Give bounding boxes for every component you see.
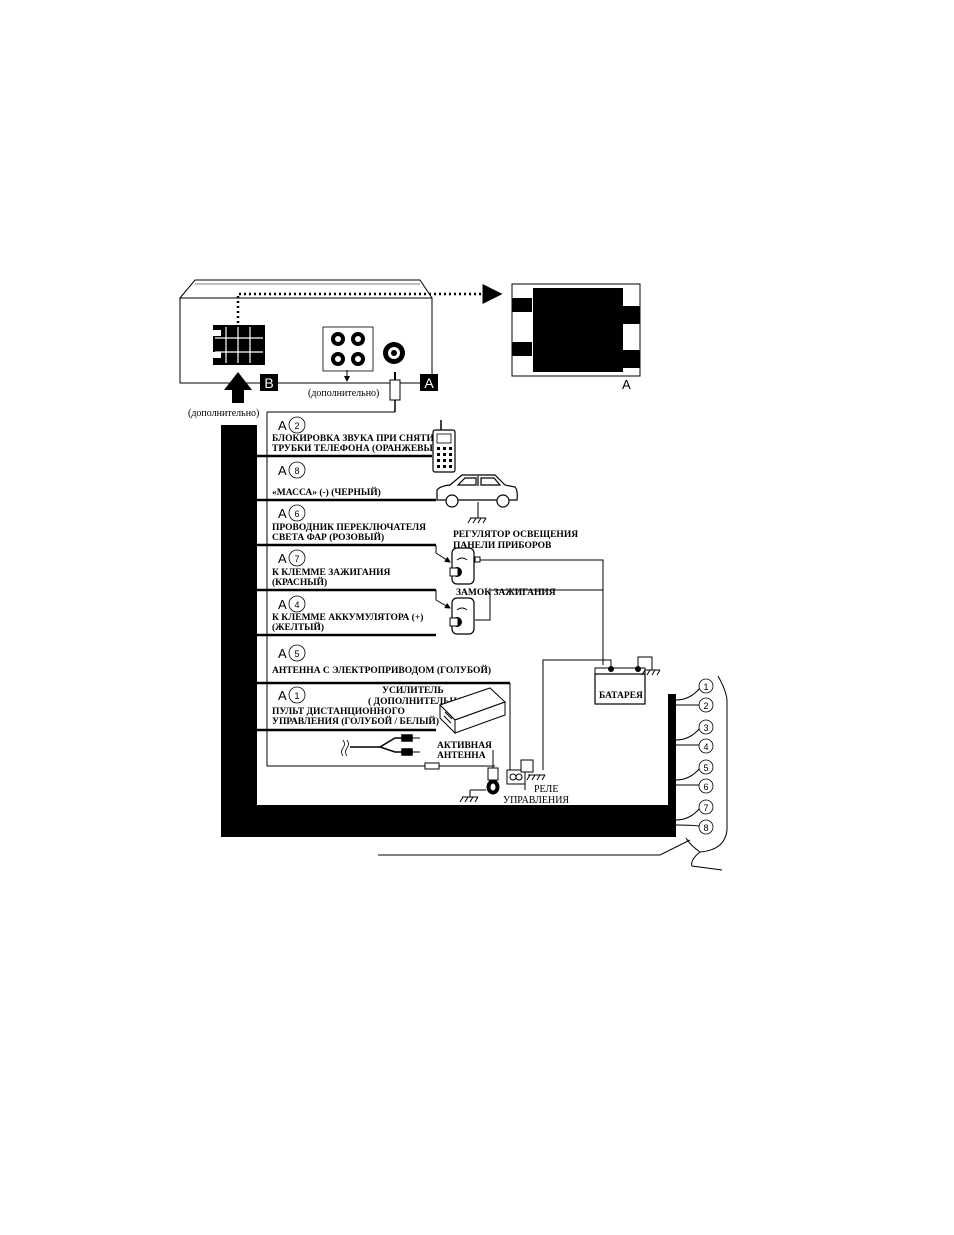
head-unit <box>179 279 503 384</box>
rca-jacks <box>322 326 374 372</box>
svg-text:1: 1 <box>703 682 708 692</box>
connector-label: A <box>622 377 631 392</box>
ground-symbol-antenna <box>459 789 486 803</box>
ground-symbol-battery <box>641 669 661 676</box>
label-box-b: B <box>260 374 278 391</box>
svg-text:7: 7 <box>703 803 708 813</box>
wire-a8: A 8 «МАССА» (-) (ЧЕРНЫЙ) <box>272 461 381 498</box>
svg-text:ПАНЕЛИ ПРИБОРОВ: ПАНЕЛИ ПРИБОРОВ <box>453 541 552 551</box>
svg-text:2: 2 <box>294 421 299 431</box>
antenna-lead-plug <box>424 762 495 770</box>
amplifier-label: УСИЛИТЕЛЬ <box>382 686 444 696</box>
wire-a2: A 2 БЛОКИРОВКА ЗВУКА ПРИ СНЯТИИ ТРУБКИ Т… <box>272 416 443 454</box>
svg-text:B: B <box>264 375 273 391</box>
car-icon <box>436 474 518 508</box>
svg-text:A: A <box>278 688 287 703</box>
antenna-jack <box>383 342 405 364</box>
amplifier-icon <box>439 687 506 735</box>
optional-note-b: (дополнительно) <box>188 408 259 419</box>
svg-text:ТРУБКИ ТЕЛЕФОНА (ОРАНЖЕВЫЙ): ТРУБКИ ТЕЛЕФОНА (ОРАНЖЕВЫЙ) <box>272 442 443 454</box>
svg-text:4: 4 <box>294 600 299 610</box>
svg-text:A: A <box>278 551 287 566</box>
svg-text:A: A <box>278 597 287 612</box>
svg-text:УПРАВЛЕНИЯ: УПРАВЛЕНИЯ <box>503 795 569 806</box>
svg-text:ПУЛЬТ ДИСТАНЦИОННОГО: ПУЛЬТ ДИСТАНЦИОННОГО <box>272 707 405 717</box>
wire-a6: A 6 ПРОВОДНИК ПЕРЕКЛЮЧАТЕЛЯ СВЕТА ФАР (Р… <box>272 504 426 543</box>
wire-a7: A 7 К КЛЕММЕ ЗАЖИГАНИЯ (КРАСНЫЙ) <box>272 549 391 588</box>
svg-text:(КРАСНЫЙ): (КРАСНЫЙ) <box>272 576 327 588</box>
svg-text:A: A <box>424 375 434 391</box>
wire-a1: A 1 ПУЛЬТ ДИСТАНЦИОННОГО УПРАВЛЕНИЯ (ГОЛ… <box>272 686 439 727</box>
svg-text:( ДОПОЛНИТЕЛЬНО ): ( ДОПОЛНИТЕЛЬНО ) <box>368 696 470 707</box>
dimmer-label: РЕГУЛЯТОР ОСВЕЩЕНИЯ <box>453 530 578 540</box>
active-antenna-label: АКТИВНАЯ <box>437 741 492 751</box>
connector-b-socket <box>213 325 265 365</box>
svg-text:БЛОКИРОВКА ЗВУКА ПРИ СНЯТИИ: БЛОКИРОВКА ЗВУКА ПРИ СНЯТИИ <box>272 434 442 444</box>
svg-text:3: 3 <box>703 723 708 733</box>
wire-a5: A 5 АНТЕННА С ЭЛЕКТРОПРИВОДОМ (ГОЛУБОЙ) <box>272 644 491 676</box>
ground-symbol-relay <box>526 774 546 781</box>
telephone-icon <box>432 420 456 473</box>
svg-text:A: A <box>278 506 287 521</box>
svg-text:АНТЕННА: АНТЕННА <box>437 751 486 761</box>
svg-text:6: 6 <box>703 782 708 792</box>
battery-icon: БАТАРЕЯ <box>594 666 646 705</box>
main-harness <box>221 425 676 837</box>
rca-cable-icon <box>341 734 420 757</box>
svg-text:К КЛЕММЕ АККУМУЛЯТОРА (+): К КЛЕММЕ АККУМУЛЯТОРА (+) <box>272 612 423 623</box>
ignition-label: ЗАМОК ЗАЖИГАНИЯ <box>456 588 556 598</box>
active-antenna-icon <box>486 750 500 795</box>
battery-label: БАТАРЕЯ <box>599 691 643 701</box>
ignition-switch-icon <box>449 597 475 635</box>
svg-text:УПРАВЛЕНИЯ (ГОЛУБОЙ / БЕЛЫЙ): УПРАВЛЕНИЯ (ГОЛУБОЙ / БЕЛЫЙ) <box>272 715 439 727</box>
up-arrow-icon <box>224 372 252 403</box>
svg-text:7: 7 <box>294 554 299 564</box>
speaker-pin-circles: 1 2 3 4 5 6 7 8 <box>698 678 714 835</box>
wire-a4: A 4 К КЛЕММЕ АККУМУЛЯТОРА (+) (ЖЕЛТЫЙ) <box>272 595 423 633</box>
svg-text:АНТЕННА С ЭЛЕКТРОПРИВОДОМ (ГОЛ: АНТЕННА С ЭЛЕКТРОПРИВОДОМ (ГОЛУБОЙ) <box>272 664 491 676</box>
svg-text:К КЛЕММЕ ЗАЖИГАНИЯ: К КЛЕММЕ ЗАЖИГАНИЯ <box>272 568 391 578</box>
svg-text:5: 5 <box>294 649 299 659</box>
ground-symbol-car <box>467 502 487 524</box>
optional-note-rca: (дополнительно) <box>308 388 379 399</box>
svg-text:1: 1 <box>294 691 299 701</box>
relay-label: РЕЛЕ <box>534 784 558 795</box>
svg-text:2: 2 <box>703 701 708 711</box>
label-box-a: A <box>420 374 438 391</box>
relay-icon <box>506 759 534 790</box>
connector-detail <box>511 283 641 377</box>
svg-text:6: 6 <box>294 509 299 519</box>
svg-text:ПРОВОДНИК ПЕРЕКЛЮЧАТЕЛЯ: ПРОВОДНИК ПЕРЕКЛЮЧАТЕЛЯ <box>272 523 426 533</box>
svg-text:5: 5 <box>703 763 708 773</box>
svg-text:A: A <box>278 418 287 433</box>
svg-text:A: A <box>278 646 287 661</box>
svg-text:СВЕТА ФАР (РОЗОВЫЙ): СВЕТА ФАР (РОЗОВЫЙ) <box>272 531 384 543</box>
wire-labels: A 2 БЛОКИРОВКА ЗВУКА ПРИ СНЯТИИ ТРУБКИ Т… <box>272 416 491 727</box>
svg-text:8: 8 <box>703 823 708 833</box>
svg-text:«МАССА» (-) (ЧЕРНЫЙ): «МАССА» (-) (ЧЕРНЫЙ) <box>272 486 381 498</box>
svg-text:A: A <box>278 463 287 478</box>
speaker-harness <box>378 675 728 871</box>
dimmer-switch-icon <box>449 547 481 585</box>
svg-text:8: 8 <box>294 466 299 476</box>
svg-text:(ЖЕЛТЫЙ): (ЖЕЛТЫЙ) <box>272 621 324 633</box>
svg-text:4: 4 <box>703 742 708 752</box>
antenna-plug <box>389 372 401 412</box>
